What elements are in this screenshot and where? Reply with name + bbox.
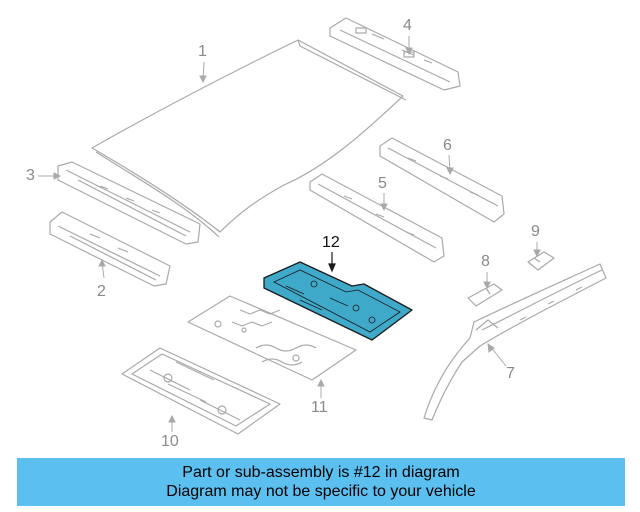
part-12-highlighted[interactable] [263,261,413,341]
part-6-roof-bow[interactable] [379,137,505,223]
callout-12[interactable]: 12 [322,234,340,251]
part-11-panel[interactable] [187,295,357,381]
part-5-roof-bow[interactable] [309,173,445,263]
callout-8[interactable]: 8 [481,253,490,270]
banner-line-2: Diagram may not be specific to your vehi… [166,483,476,500]
info-banner: Part or sub-assembly is #12 in diagram D… [17,458,625,506]
part-1-roof-panel[interactable] [91,39,407,238]
part-10-panel[interactable] [121,347,281,435]
callout-3[interactable]: 3 [26,167,35,184]
part-9-bracket[interactable] [527,251,555,271]
part-7-side-rail[interactable] [423,263,607,421]
part-2-windshield-header[interactable] [49,211,171,287]
part-8-bracket[interactable] [467,283,503,307]
callout-2[interactable]: 2 [97,283,106,300]
callout-11[interactable]: 11 [311,399,328,416]
callout-1[interactable]: 1 [198,43,207,60]
callout-9[interactable]: 9 [531,223,540,240]
callout-10[interactable]: 10 [161,433,179,450]
banner-line-1: Part or sub-assembly is #12 in diagram [182,464,460,481]
part-4-rear-header[interactable] [329,17,461,91]
callout-4[interactable]: 4 [403,17,412,34]
part-3-front-header[interactable] [57,161,201,245]
callout-7[interactable]: 7 [506,365,515,382]
callout-5[interactable]: 5 [378,175,387,192]
parts-diagram [38,17,607,435]
callout-6[interactable]: 6 [443,137,452,154]
